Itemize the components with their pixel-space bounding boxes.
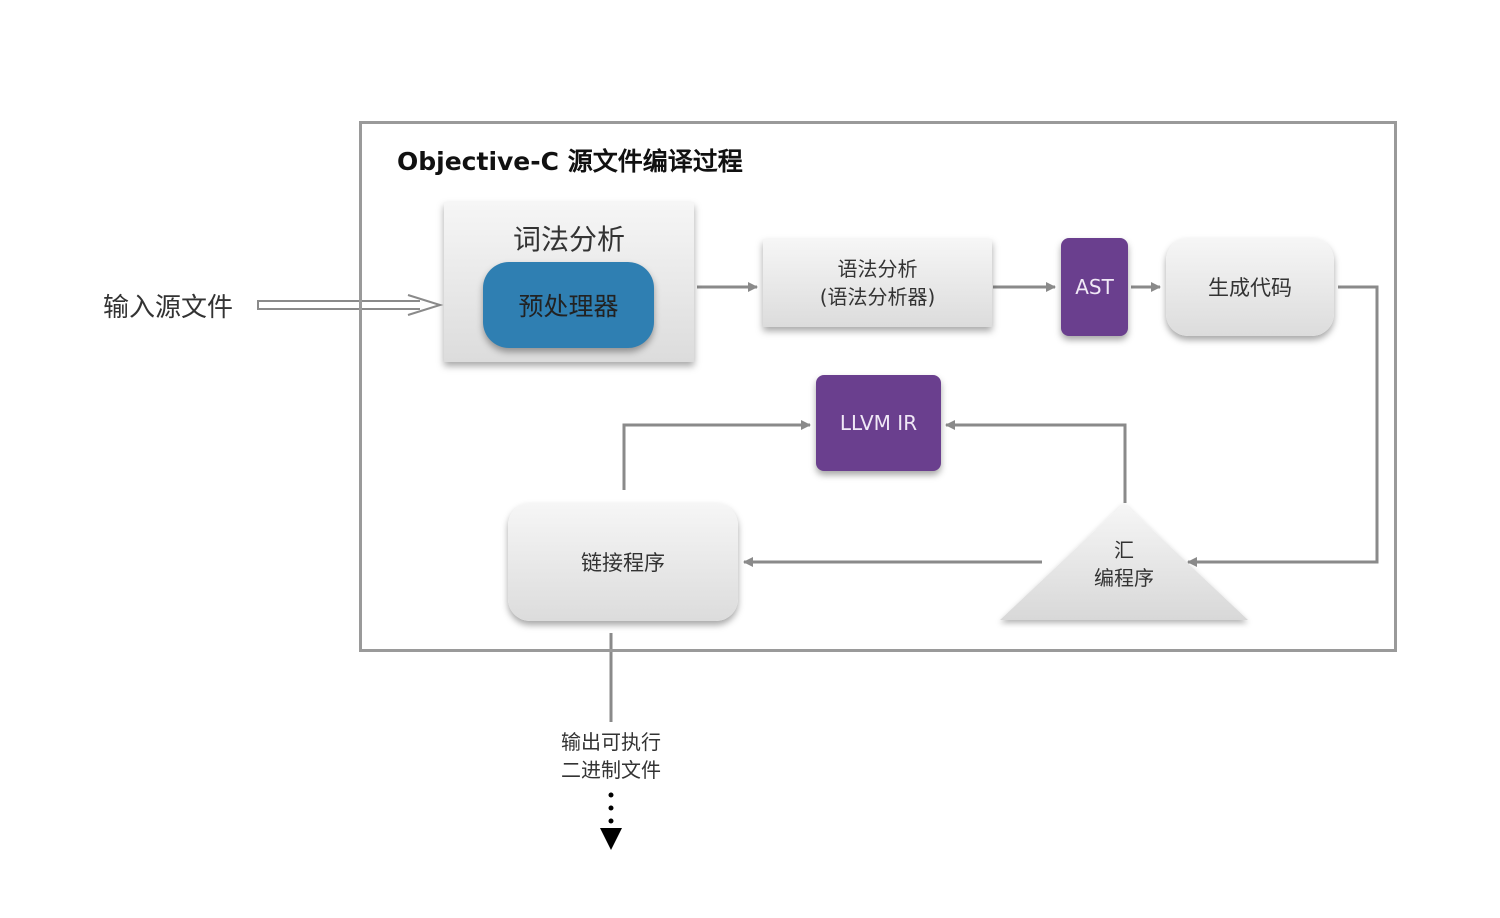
assembler-label: 汇 编程序: [1064, 532, 1184, 596]
assembler-label-line2: 编程序: [1094, 566, 1154, 590]
output-label-line2: 二进制文件: [561, 758, 661, 782]
arrow-codegen-assembler: [1187, 285, 1379, 567]
input-arrow: [257, 294, 444, 316]
ast-box: AST: [1061, 238, 1128, 336]
linker-box: 链接程序: [508, 503, 738, 621]
parser-box: 语法分析 (语法分析器): [763, 239, 992, 327]
linker-label: 链接程序: [581, 551, 665, 575]
codegen-label: 生成代码: [1208, 276, 1292, 300]
lexer-title: 词法分析: [512, 223, 625, 256]
arrow-assembler-llvm: [945, 420, 1127, 503]
output-label-line1: 输出可执行: [561, 730, 661, 754]
assembler-label-line1: 汇: [1114, 538, 1134, 562]
ast-label: AST: [1075, 275, 1114, 299]
codegen-box: 生成代码: [1166, 238, 1334, 336]
output-label: 输出可执行 二进制文件: [531, 724, 691, 788]
assembler-shape: [1000, 503, 1248, 620]
parser-label: 语法分析: [837, 257, 918, 281]
preprocessor-box: 预处理器: [483, 262, 654, 348]
llvm-ir-box: LLVM IR: [816, 375, 941, 471]
preprocessor-label: 预处理器: [518, 292, 619, 321]
process-frame: [359, 121, 1397, 652]
llvm-ir-label: LLVM IR: [839, 411, 918, 435]
output-continuation: [600, 792, 622, 850]
arrow-linker-llvm: [622, 420, 811, 490]
parser-sublabel: (语法分析器): [819, 285, 936, 309]
input-label: 输入源文件: [103, 293, 234, 323]
diagram-title: Objective-C 源文件编译过程: [397, 147, 743, 176]
